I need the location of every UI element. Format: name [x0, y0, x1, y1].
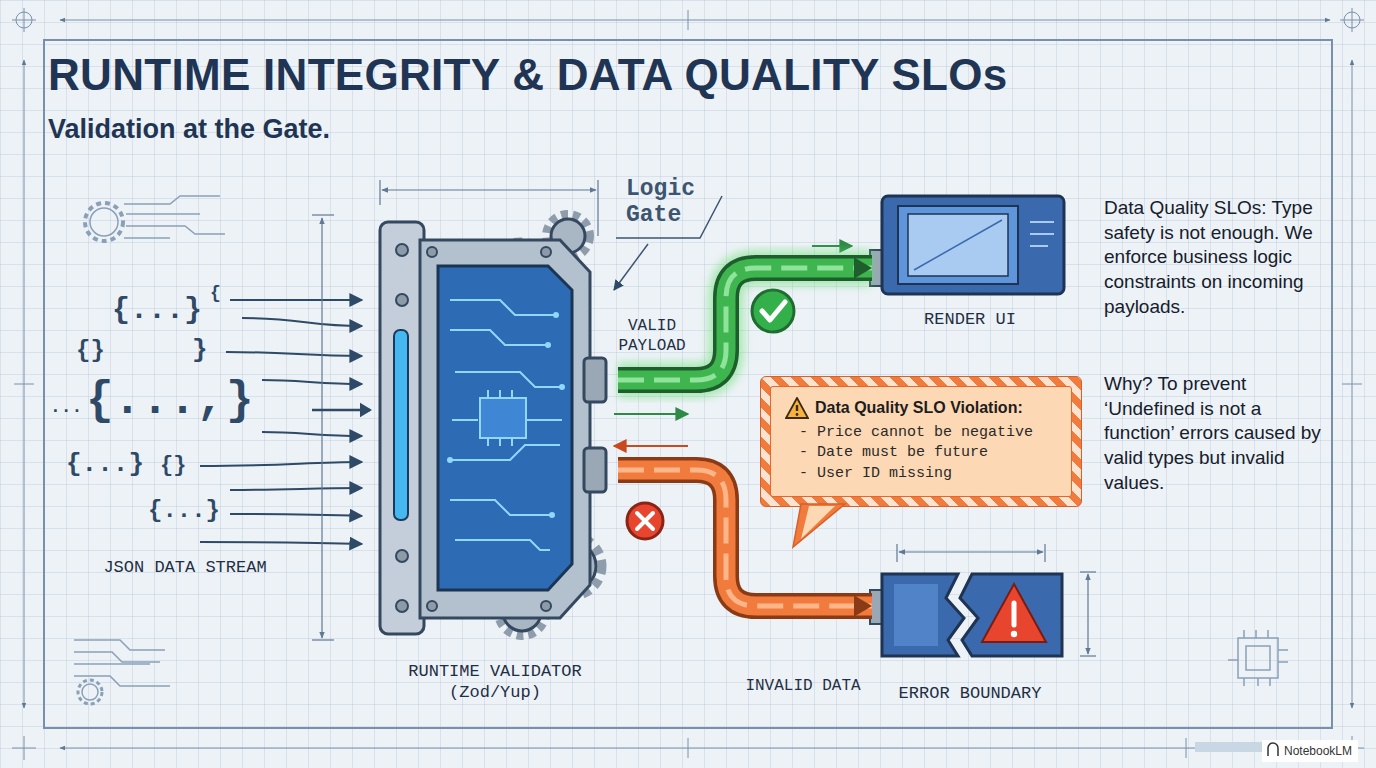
node-label: ERROR BOUNDARY	[899, 683, 1042, 704]
dimension-lines	[312, 180, 1096, 656]
callout-panel: Data Quality SLO Violation: - Price canno…	[770, 386, 1072, 497]
arrowhead	[854, 257, 872, 279]
warning-callout: Data Quality SLO Violation: - Price canno…	[760, 376, 1082, 507]
json-fragment: }	[226, 376, 254, 427]
validator-block: RUNTIME VALIDATOR (Zod/Yup)	[372, 212, 618, 707]
json-fragment: {...}	[66, 450, 144, 479]
watermark-icon	[1268, 743, 1278, 756]
callout-tail-inner	[801, 506, 835, 539]
json-fragment: {...}	[148, 498, 220, 524]
warning-icon	[785, 397, 809, 419]
callout-tail	[787, 503, 857, 549]
warning-dot	[796, 413, 799, 416]
json-fragment: ...	[50, 398, 82, 418]
ui-target: RENDER UI	[872, 192, 1068, 334]
violation-item: - Date must be future	[799, 443, 1057, 463]
arrowhead	[360, 403, 372, 417]
json-fragment: {...,	[86, 376, 224, 427]
edge-label: INVALID DATA	[738, 676, 868, 696]
note-text: Why? To prevent ‘Undefined is not a func…	[1104, 372, 1330, 495]
edge-label: VALID PAYLOAD	[606, 316, 698, 356]
subtitle: Validation at the Gate.	[48, 114, 330, 145]
watermark-ground	[1262, 740, 1358, 762]
callout-heading: Data Quality SLO Violation:	[815, 399, 1023, 417]
frame	[12, 8, 1364, 760]
error-target: ERROR BOUNDARY	[872, 566, 1068, 708]
callout-label: Logic Gate	[626, 176, 708, 229]
json-fragment: }	[192, 336, 208, 365]
flow-arrow	[812, 245, 852, 247]
note-text: Data Quality SLOs: Type safety is not en…	[1104, 196, 1330, 319]
warning-shape	[786, 398, 808, 418]
callout-tail-shape	[793, 504, 845, 547]
watermark: NotebookLM	[1284, 744, 1352, 758]
node-label: RUNTIME VALIDATOR (Zod/Yup)	[372, 661, 618, 704]
data-stream-lines	[200, 300, 362, 544]
node-label: JSON DATA STREAM	[103, 557, 266, 578]
callout-heading-row: Data Quality SLO Violation:	[785, 397, 1057, 419]
broken-box-icon	[870, 574, 1062, 656]
check-icon	[752, 290, 794, 332]
data-source: JSON DATA STREAM	[58, 272, 312, 582]
flow-arrow	[614, 445, 688, 447]
json-fragment: {}	[160, 454, 186, 478]
connector	[312, 403, 372, 417]
violation-item: - User ID missing	[799, 464, 1057, 484]
node-label: RENDER UI	[924, 309, 1016, 330]
flow-arrow	[614, 413, 688, 415]
arrowhead	[854, 595, 872, 617]
validator-device	[380, 214, 606, 636]
warning-mark	[796, 405, 798, 411]
json-fragment: {	[210, 284, 221, 304]
cross-icon	[627, 503, 663, 539]
title: RUNTIME INTEGRITY & DATA QUALITY SLOs	[48, 50, 1008, 100]
violation-item: - Price cannot be negative	[799, 423, 1057, 443]
json-fragment: {...}	[112, 294, 202, 327]
monitor-icon	[870, 196, 1064, 294]
json-fragment: {}	[76, 338, 105, 364]
